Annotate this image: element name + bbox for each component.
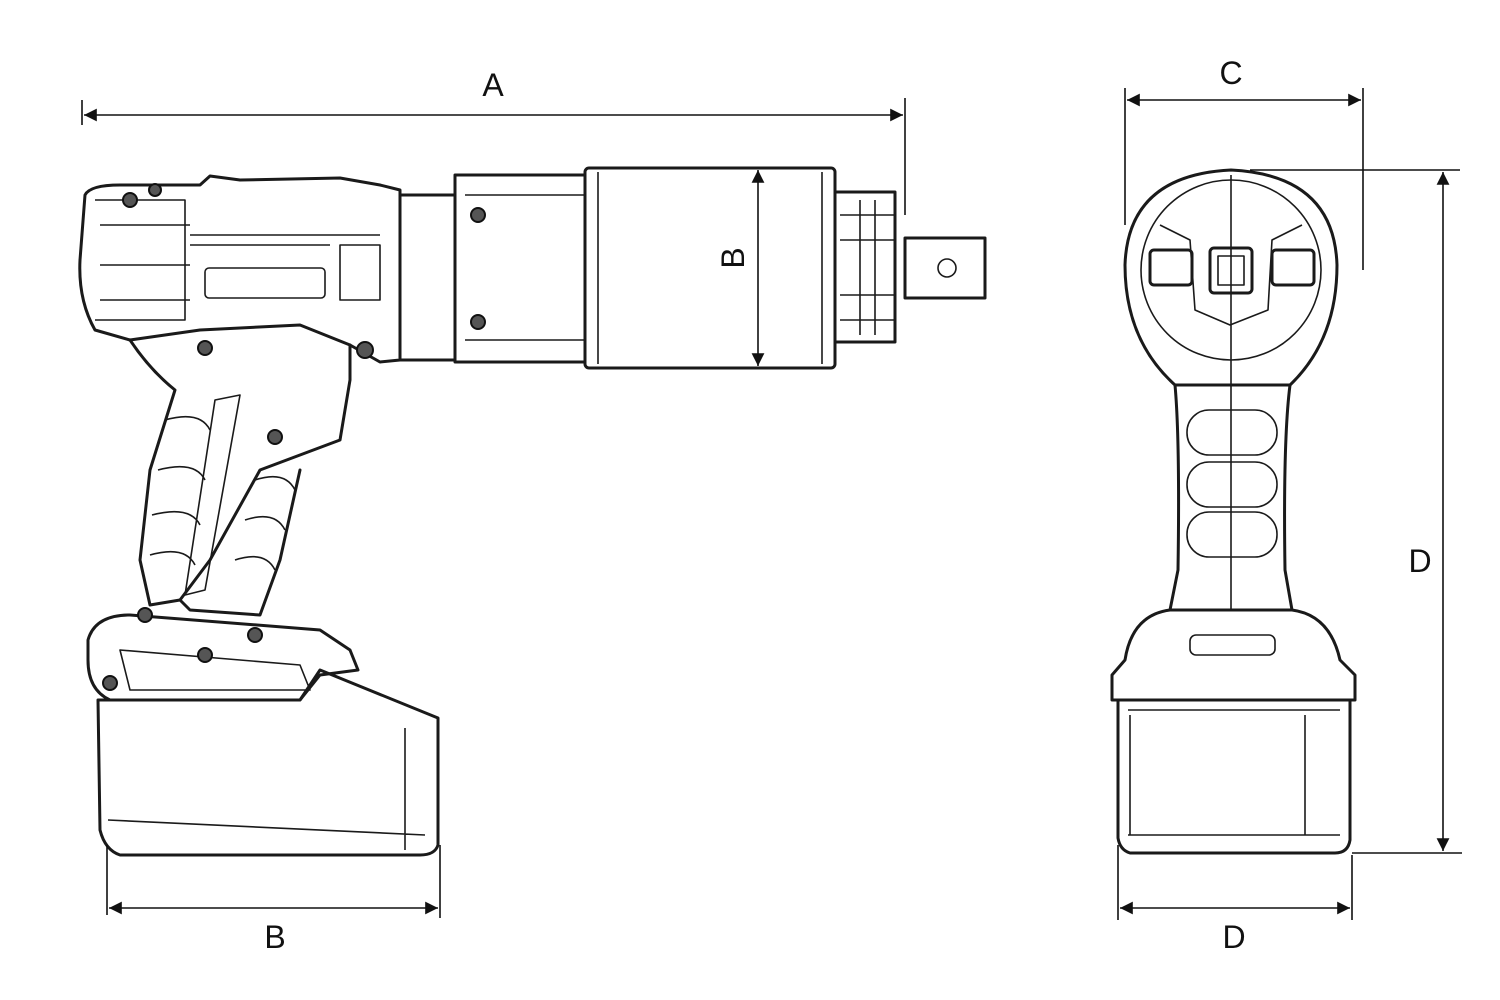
dimension-label-b-battery: B bbox=[264, 919, 285, 955]
gear-ring bbox=[398, 193, 457, 362]
battery-top-front bbox=[1110, 608, 1357, 702]
gear-stage-1 bbox=[453, 173, 587, 364]
square-drive bbox=[903, 236, 987, 300]
dimension-a: A bbox=[81, 67, 906, 215]
head-front bbox=[1123, 168, 1339, 387]
dimension-b-battery: B bbox=[106, 845, 441, 955]
dimension-label-c: C bbox=[1219, 55, 1242, 91]
gear-stage-2 bbox=[583, 166, 837, 370]
motor-housing bbox=[78, 174, 402, 364]
battery-top bbox=[86, 613, 360, 702]
front-view bbox=[1110, 168, 1357, 855]
dimension-label-d-width: D bbox=[1222, 919, 1245, 955]
reaction-housing bbox=[833, 190, 897, 344]
battery-front bbox=[1116, 698, 1352, 855]
side-view bbox=[78, 166, 987, 857]
battery-pack bbox=[96, 668, 440, 857]
dimension-c: C bbox=[1124, 55, 1364, 270]
dimension-label-d-height: D bbox=[1408, 543, 1431, 579]
screws bbox=[102, 183, 486, 691]
dimension-d-width: D bbox=[1117, 845, 1353, 955]
dimension-b-head: B bbox=[715, 169, 765, 366]
dimension-label-a: A bbox=[482, 67, 504, 103]
dimension-d-height: D bbox=[1250, 169, 1462, 854]
dimension-label-b-head: B bbox=[715, 247, 751, 268]
handle bbox=[128, 338, 352, 607]
